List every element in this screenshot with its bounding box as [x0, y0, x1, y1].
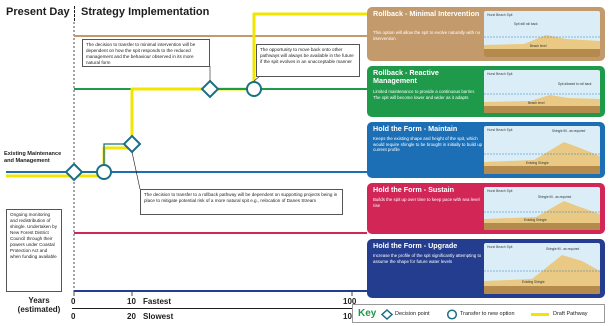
decision-point-rollback [122, 134, 142, 154]
thumbnail-note: Shingle fill - as required [552, 129, 586, 133]
note-opportunity: The opportunity to move back onto other … [256, 44, 360, 77]
card-rollback-reactive[interactable]: Rollback - Reactive Management Limited m… [367, 66, 605, 117]
axis-top-fastest: Fastest [143, 297, 172, 306]
thumbnail-caption: Hurst Beach Spit [487, 245, 513, 249]
card-thumbnail: Hurst Beach Spit Spit will roll back Bea… [484, 11, 600, 57]
strategy-header: Strategy Implementation [81, 6, 210, 18]
decision-point-icon [381, 309, 393, 320]
spit-profile-illustration [484, 201, 600, 230]
axis-bottom-slowest: Slowest [143, 312, 174, 321]
axis-line [72, 308, 354, 309]
transfer-connector [74, 143, 132, 173]
card-description: Limited maintenance to provide a continu… [373, 89, 476, 100]
transfer-point-existing [96, 164, 112, 180]
decision-point-present [64, 162, 84, 182]
card-hold-sustain[interactable]: Hold the Form - Sustain Builds the spit … [367, 183, 605, 234]
thumbnail-note: Spit allowed to roll back [558, 82, 592, 86]
thumbnail-caption: Hurst Beach Spit [487, 13, 513, 17]
spit-profile-illustration [484, 255, 600, 294]
axis-top-100: 100 [343, 297, 357, 306]
card-description: Increase the profile of the spit signifi… [373, 253, 482, 264]
legend-draft: Draft Pathway [553, 311, 588, 317]
card-rollback-minimal[interactable]: Rollback - Minimal Intervention This opt… [367, 7, 605, 61]
transfer-circle-icon [446, 309, 458, 320]
axis-bottom-0: 0 [71, 312, 76, 321]
axis-bottom-100: 100 [343, 312, 357, 321]
thumbnail-caption: Hurst Beach Spit [487, 128, 513, 132]
card-hold-upgrade[interactable]: Hold the Form - Upgrade Increase the pro… [367, 239, 605, 298]
draft-pathway-swatch [531, 313, 549, 316]
card-thumbnail: Hurst Beach Spit Shingle fill - as requi… [484, 187, 600, 230]
thumbnail-note: Shingle fill - as required [538, 195, 572, 199]
thumbnail-note: Spit will roll back [514, 22, 538, 26]
note-minimal-intervention: The decision to transfer to minimal inte… [82, 39, 210, 67]
axis-label: Years (estimated) [17, 296, 61, 314]
spit-profile-illustration [484, 142, 600, 174]
legend: Key Decision point Transfer to new optio… [352, 304, 605, 323]
card-title: Rollback - Reactive Management [373, 68, 439, 86]
thumbnail-caption: Hurst Beach Spit [487, 189, 513, 193]
thumbnail-note: Beach level [528, 101, 545, 105]
legend-transfer: Transfer to new option [460, 311, 515, 317]
spit-profile-illustration [484, 35, 600, 57]
thumbnail-note: Existing Shingle [524, 218, 547, 222]
card-title: Hold the Form - Maintain [373, 124, 458, 133]
note-rollback: The decision to transfer to a rollback p… [140, 189, 343, 215]
card-thumbnail: Hurst Beach Spit Shingle fill - as requi… [484, 243, 600, 294]
thumbnail-note: Existing Shingle [526, 161, 549, 165]
axis-top-0: 0 [71, 297, 76, 306]
card-title: Rollback - Minimal Intervention [373, 9, 480, 18]
decision-point-minimal [200, 79, 220, 99]
existing-note: Ongoing monitoring and redistribution of… [6, 209, 62, 292]
card-description: Builds the spit up over time to keep pac… [373, 197, 480, 208]
spit-profile-illustration [484, 93, 600, 113]
axis-top-10: 10 [127, 297, 136, 306]
transfer-point-reactive [246, 81, 262, 97]
note-pointer-rollback [131, 151, 141, 190]
card-description: Keeps the existing shape and height of t… [373, 136, 483, 153]
header-divider [74, 6, 76, 21]
legend-title: Key [358, 308, 377, 319]
card-thumbnail: Hurst Beach Spit Spit allowed to roll ba… [484, 70, 600, 113]
axis-bottom-20: 20 [127, 312, 136, 321]
draft-pathway-line [6, 12, 367, 178]
card-thumbnail: Hurst Beach Spit Shingle fill - as requi… [484, 126, 600, 174]
legend-decision: Decision point [395, 311, 430, 317]
card-title: Hold the Form - Upgrade [373, 241, 458, 250]
thumbnail-note: Shingle fill - as required [546, 247, 580, 251]
card-description: This option will allow the spit to evolv… [373, 30, 481, 41]
card-hold-maintain[interactable]: Hold the Form - Maintain Keeps the exist… [367, 122, 605, 178]
thumbnail-note: Beach level [530, 44, 547, 48]
present-day-header: Present Day [6, 6, 70, 18]
existing-label: Existing Maintenance and Management [4, 151, 62, 164]
thumbnail-caption: Hurst Beach Spit [487, 72, 513, 76]
thumbnail-note: Existing Shingle [522, 280, 545, 284]
card-title: Hold the Form - Sustain [373, 185, 455, 194]
